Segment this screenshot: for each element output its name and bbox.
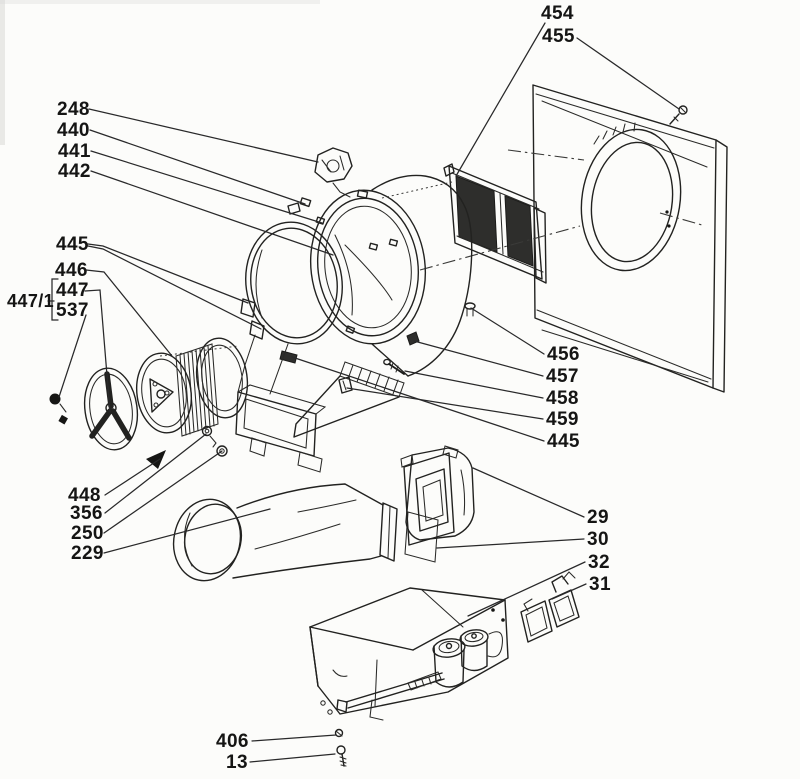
- air-duct: [172, 483, 439, 582]
- pump-cylinders: [432, 629, 503, 688]
- panel-screw-455: [669, 105, 688, 125]
- scan-edge-shade-top: [0, 0, 320, 4]
- scan-edge-shade-left: [0, 0, 5, 145]
- part-label-29: 29: [587, 507, 609, 528]
- leader-13: [249, 753, 336, 763]
- leader-459: [346, 387, 544, 420]
- part-label-441: 441: [58, 141, 91, 162]
- thermostat-248: [314, 147, 353, 198]
- part-label-447: 447: [56, 280, 89, 301]
- leader-537: [58, 314, 87, 398]
- part-label-459: 459: [546, 409, 579, 430]
- part-label-440: 440: [57, 120, 90, 141]
- leader-458: [404, 370, 544, 399]
- heater-housing: [400, 445, 475, 546]
- heating-element-rail: [320, 671, 445, 721]
- part-label-455: 455: [542, 26, 575, 47]
- bracket-459: [338, 376, 353, 394]
- part-label-457: 457: [546, 366, 579, 387]
- leader-455: [576, 37, 680, 110]
- leader-32: [467, 561, 586, 617]
- part-label-445R: 445: [547, 431, 580, 452]
- impeller-fasteners: [49, 393, 228, 469]
- leader-30: [436, 538, 585, 549]
- part-label-445: 445: [56, 234, 89, 255]
- heater-unit: [309, 587, 509, 721]
- leader-29: [472, 467, 585, 518]
- part-label-32: 32: [588, 552, 610, 573]
- screw-406: [334, 728, 344, 738]
- lint-filter: [443, 163, 547, 284]
- blower-wheel: [135, 337, 249, 437]
- part-label-448: 448: [68, 485, 101, 506]
- leader-445: [87, 243, 249, 304]
- leader-446: [85, 269, 173, 357]
- leader-448: [104, 458, 161, 496]
- part-label-447/1: 447/1: [7, 291, 54, 311]
- part-label-30: 30: [587, 529, 609, 550]
- clip-457: [406, 331, 420, 346]
- rear-panel: [532, 84, 728, 393]
- switch-parts: [520, 571, 580, 643]
- leader-442: [90, 170, 334, 256]
- part-label-250: 250: [71, 523, 104, 544]
- part-label-229: 229: [71, 543, 104, 564]
- part-label-248: 248: [57, 99, 90, 120]
- part-label-537: 537: [56, 300, 89, 321]
- leader-440: [89, 129, 306, 205]
- part-label-458: 458: [546, 388, 579, 409]
- front-bulkhead: [235, 202, 343, 473]
- fan-impeller: [83, 367, 139, 451]
- screw-458: [383, 358, 405, 375]
- duct-gasket-30: [404, 511, 439, 563]
- clip-356: [201, 425, 217, 448]
- screw-13: [336, 745, 347, 767]
- grommet-250: [216, 445, 228, 457]
- leader-229: [103, 508, 271, 554]
- part-label-13: 13: [226, 752, 248, 773]
- part-label-406: 406: [216, 731, 249, 752]
- leader-250: [103, 450, 223, 534]
- leader-445: [87, 245, 262, 330]
- part-label-454: 454: [541, 3, 574, 24]
- leader-406: [251, 734, 337, 742]
- leader-31: [551, 583, 587, 600]
- leader-248: [88, 108, 319, 163]
- leader-454: [455, 22, 546, 177]
- leader-445R: [291, 356, 545, 442]
- leader-441: [90, 150, 323, 224]
- leader-447: [84, 289, 111, 413]
- leader-356: [104, 433, 207, 514]
- leader-457: [413, 340, 544, 377]
- drum: [293, 174, 473, 438]
- pin-456: [464, 302, 476, 317]
- bracket-447-537: [51, 278, 59, 321]
- part-label-456: 456: [547, 344, 580, 365]
- part-label-446: 446: [55, 260, 88, 281]
- part-label-31: 31: [589, 574, 611, 595]
- part-label-356: 356: [70, 503, 103, 524]
- part-label-442: 442: [58, 161, 91, 182]
- alignment-axis-lines: [419, 149, 703, 271]
- leader-456: [470, 307, 545, 355]
